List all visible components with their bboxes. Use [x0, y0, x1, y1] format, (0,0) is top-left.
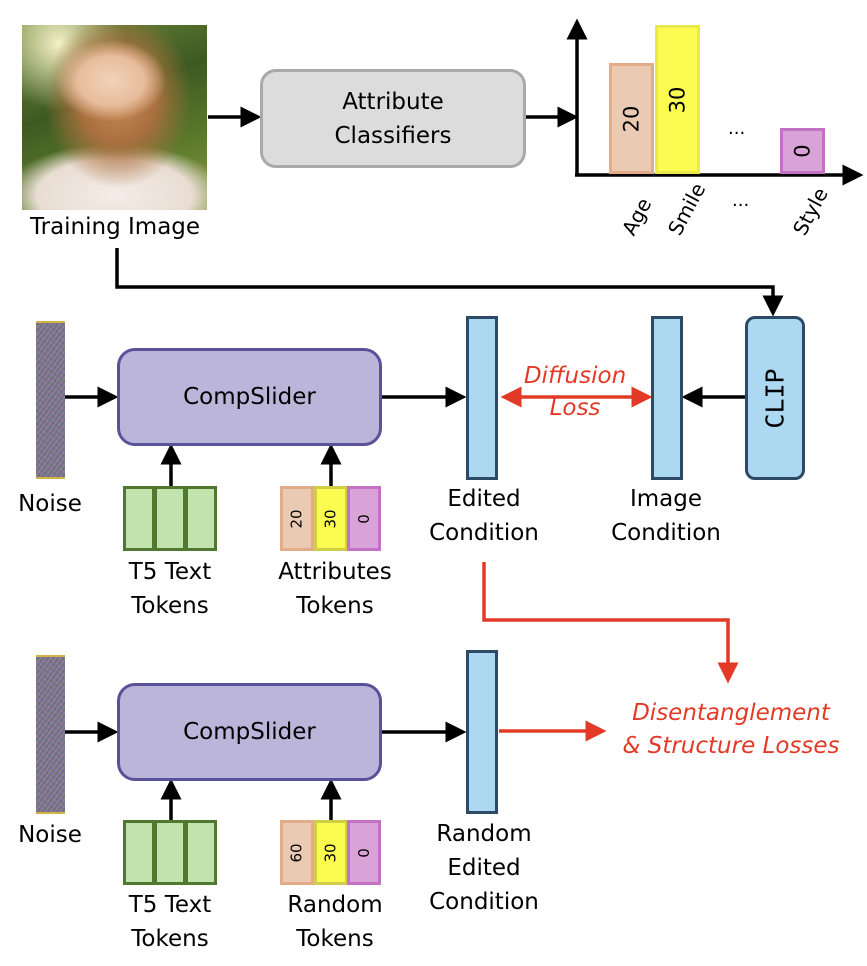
- attr-token-style: 0: [347, 486, 381, 551]
- random-edited-condition-label: Random Edited Condition: [414, 817, 554, 919]
- compslider-box-1: CompSlider: [117, 348, 382, 446]
- attr-label-line2: Tokens: [296, 593, 374, 619]
- t5-label-line2: Tokens: [131, 926, 209, 952]
- training-image-label: Training Image: [29, 214, 201, 240]
- random-edited-line3: Condition: [429, 889, 539, 915]
- training-image: [22, 25, 207, 210]
- diffusion-loss-line2: Loss: [549, 395, 601, 421]
- edited-label-line2: Condition: [429, 520, 539, 546]
- compslider-label-2: CompSlider: [183, 719, 316, 745]
- chart-tick-style: Style: [788, 183, 833, 240]
- attribute-classifiers-box: Attribute Classifiers: [260, 69, 526, 168]
- image-cond-label-line1: Image: [629, 486, 703, 512]
- t5-token: [123, 486, 155, 551]
- noise-label-1: Noise: [18, 491, 82, 517]
- random-tokens-label: Random Tokens: [255, 888, 415, 956]
- t5-label-line2: Tokens: [131, 593, 209, 619]
- chart-tick-age: Age: [617, 193, 657, 240]
- t5-label-1: T5 Text Tokens: [100, 555, 240, 623]
- chart-bar-age: 20: [609, 63, 654, 174]
- t5-token: [123, 820, 155, 885]
- attr-token-age: 20: [280, 486, 314, 551]
- losses-line1: Disentanglement: [632, 700, 830, 726]
- arrow-image-to-clip: [115, 248, 784, 317]
- image-condition-label: Image Condition: [596, 482, 736, 550]
- t5-token: [185, 820, 217, 885]
- random-label-line2: Tokens: [296, 926, 374, 952]
- attr-tokens-label: Attributes Tokens: [255, 555, 415, 623]
- noise-image-2: [36, 655, 65, 814]
- classifier-label-line2: Classifiers: [334, 122, 452, 149]
- arrow-edited-to-losses: [482, 562, 739, 684]
- image-cond-label-line2: Condition: [611, 520, 721, 546]
- t5-label-line1: T5 Text: [128, 892, 212, 918]
- image-condition-bar: [651, 316, 683, 480]
- chart-bar-label: 20: [619, 105, 644, 132]
- losses-line2: & Structure Losses: [622, 733, 840, 759]
- attr-label-line1: Attributes: [278, 559, 392, 585]
- t5-token: [154, 486, 186, 551]
- t5-label-2: T5 Text Tokens: [100, 888, 240, 956]
- diffusion-loss-line1: Diffusion: [523, 363, 627, 389]
- t5-label-line1: T5 Text: [128, 559, 212, 585]
- noise-image-1: [36, 321, 65, 479]
- random-token-smile: 30: [314, 820, 348, 885]
- chart-bar-label: 30: [665, 86, 690, 113]
- diffusion-loss-label: Diffusion Loss: [505, 360, 645, 424]
- clip-encoder-box: CLIP: [745, 316, 805, 480]
- compslider-box-2: CompSlider: [117, 683, 382, 781]
- chart-ellipsis: ...: [728, 118, 746, 139]
- random-label-line1: Random: [287, 892, 383, 918]
- chart-tick-ellipsis: ...: [732, 190, 750, 211]
- clip-label: CLIP: [760, 367, 790, 429]
- noise-label-2: Noise: [18, 822, 82, 848]
- random-edited-line1: Random: [436, 821, 532, 847]
- random-edited-line2: Edited: [447, 855, 521, 881]
- t5-token: [154, 820, 186, 885]
- chart-bar-smile: 30: [655, 25, 700, 174]
- random-token-age: 60: [280, 820, 314, 885]
- edited-condition-label: Edited Condition: [414, 482, 554, 550]
- chart-tick-smile: Smile: [663, 178, 711, 240]
- random-token-style: 0: [347, 820, 381, 885]
- chart-bar-label: 0: [790, 144, 815, 158]
- edited-condition-bar: [466, 316, 498, 480]
- chart-bar-style: 0: [780, 128, 825, 174]
- disentanglement-losses-label: Disentanglement & Structure Losses: [596, 697, 866, 763]
- edited-label-line1: Edited: [447, 486, 521, 512]
- attr-token-smile: 30: [314, 486, 348, 551]
- random-edited-condition-bar: [466, 650, 498, 814]
- classifier-label-line1: Attribute: [342, 88, 444, 115]
- t5-token: [185, 486, 217, 551]
- compslider-label-1: CompSlider: [183, 384, 316, 410]
